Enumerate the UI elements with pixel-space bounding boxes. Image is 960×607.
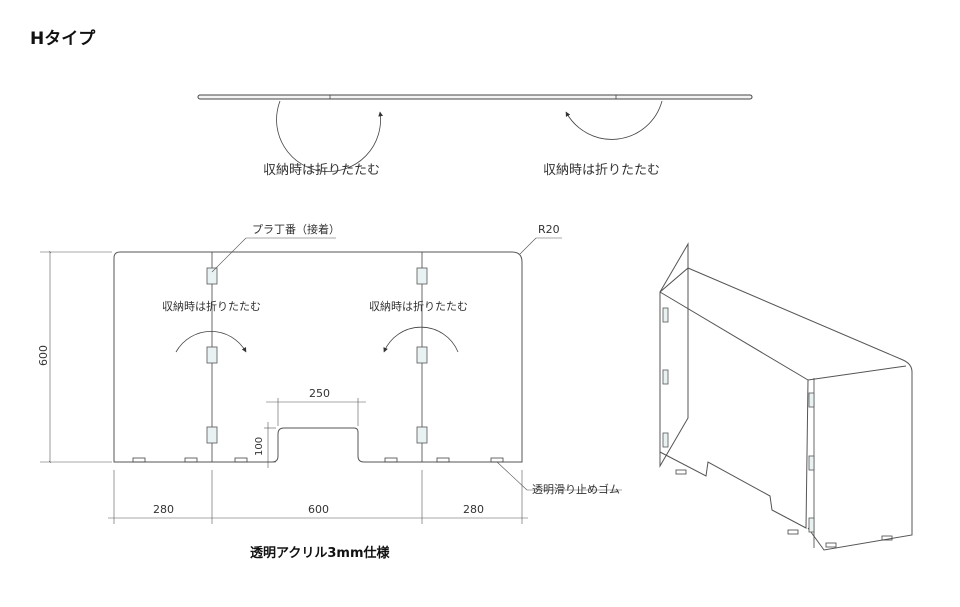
radius-label: R20 xyxy=(538,223,560,236)
dim-cut-height: 100 xyxy=(254,437,265,456)
dim-height: 600 xyxy=(37,345,50,366)
hinge-label: プラ丁番（接着） xyxy=(252,222,340,236)
iso-feet xyxy=(675,469,893,548)
top-view: 収納時は折りたたむ 収納時は折りたたむ xyxy=(197,94,753,178)
iso-hinges xyxy=(662,307,815,533)
top-view-panel xyxy=(197,94,753,100)
rubber-label: 透明滑り止めゴム xyxy=(532,482,620,496)
fold-arrow-left xyxy=(276,100,383,173)
hinges xyxy=(206,267,428,444)
fold-arrow-right xyxy=(565,100,663,140)
fold-label-top-right: 収納時は折りたたむ xyxy=(543,163,660,178)
dimensions: 600 280 600 280 250 100 xyxy=(37,250,528,524)
front-panel-outline xyxy=(113,251,523,463)
spec-label: 透明アクリル3mm仕様 xyxy=(250,545,390,561)
fold-label-front-right: 収納時は折りたたむ xyxy=(369,299,468,313)
front-view: 収納時は折りたたむ 収納時は折りたたむ プラ丁番（接着） R20 透明滑り止めゴ… xyxy=(113,222,622,496)
dim-center: 600 xyxy=(308,503,329,516)
dim-left: 280 xyxy=(153,503,174,516)
fold-label-top-left: 収納時は折りたたむ xyxy=(263,163,380,178)
fold-label-front-left: 収納時は折りたたむ xyxy=(162,299,261,313)
isometric-view xyxy=(659,242,913,551)
page-title: Hタイプ xyxy=(30,28,96,49)
rubber-feet xyxy=(132,457,504,463)
dim-right: 280 xyxy=(463,503,484,516)
dim-cut-width: 250 xyxy=(309,387,330,400)
